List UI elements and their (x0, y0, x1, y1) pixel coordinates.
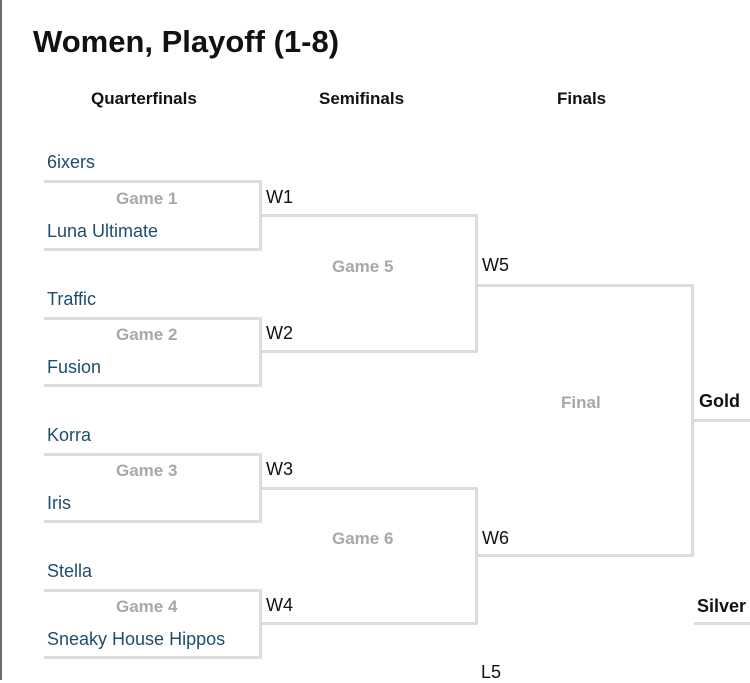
game-4-winner-label: W4 (266, 595, 293, 615)
bracket-line (259, 622, 478, 625)
game-5-loser-label: L5 (481, 662, 502, 682)
silver-label: Silver (697, 596, 747, 616)
final-label: Final (561, 393, 601, 412)
round-header-semifinals: Semifinals (319, 89, 405, 108)
bracket-line (259, 487, 478, 490)
team-sneaky-house-hippos[interactable]: Sneaky House Hippos (47, 629, 226, 649)
game-3-winner-label: W3 (266, 459, 293, 479)
team-6ixers[interactable]: 6ixers (47, 152, 96, 172)
game-3-label: Game 3 (116, 461, 178, 480)
window-left-edge (0, 0, 2, 680)
bracket-line (694, 622, 750, 625)
bracket-line (259, 214, 478, 217)
bracket-line (259, 350, 478, 353)
bracket-line (44, 656, 262, 659)
game-6-label: Game 6 (332, 529, 394, 548)
game-5-winner-label: W5 (482, 255, 509, 275)
bracket-line (44, 248, 262, 251)
bracket-line (44, 384, 262, 387)
bracket-line (475, 284, 694, 287)
game-6-winner-label: W6 (482, 528, 509, 548)
bracket-line (44, 453, 262, 456)
gold-label: Gold (699, 391, 740, 411)
bracket-line (44, 317, 262, 320)
bracket-line (44, 589, 262, 592)
game-1-label: Game 1 (116, 189, 178, 208)
bracket-line (44, 520, 262, 523)
bracket-line (475, 554, 694, 557)
bracket-line (44, 180, 262, 183)
game-2-label: Game 2 (116, 325, 178, 344)
page-title: Women, Playoff (1-8) (33, 24, 340, 59)
team-luna-ultimate[interactable]: Luna Ultimate (47, 221, 159, 241)
team-stella[interactable]: Stella (47, 561, 93, 581)
game-5-label: Game 5 (332, 257, 394, 276)
team-korra[interactable]: Korra (47, 425, 92, 445)
bracket-line (475, 214, 478, 353)
round-header-finals: Finals (557, 89, 607, 108)
game-2-winner-label: W2 (266, 323, 293, 343)
team-iris[interactable]: Iris (47, 493, 71, 513)
bracket-line (691, 419, 750, 422)
game-1-winner-label: W1 (266, 187, 293, 207)
round-header-quarterfinals: Quarterfinals (91, 89, 197, 108)
game-4-label: Game 4 (116, 597, 178, 616)
team-traffic[interactable]: Traffic (47, 289, 97, 309)
team-fusion[interactable]: Fusion (47, 357, 102, 377)
